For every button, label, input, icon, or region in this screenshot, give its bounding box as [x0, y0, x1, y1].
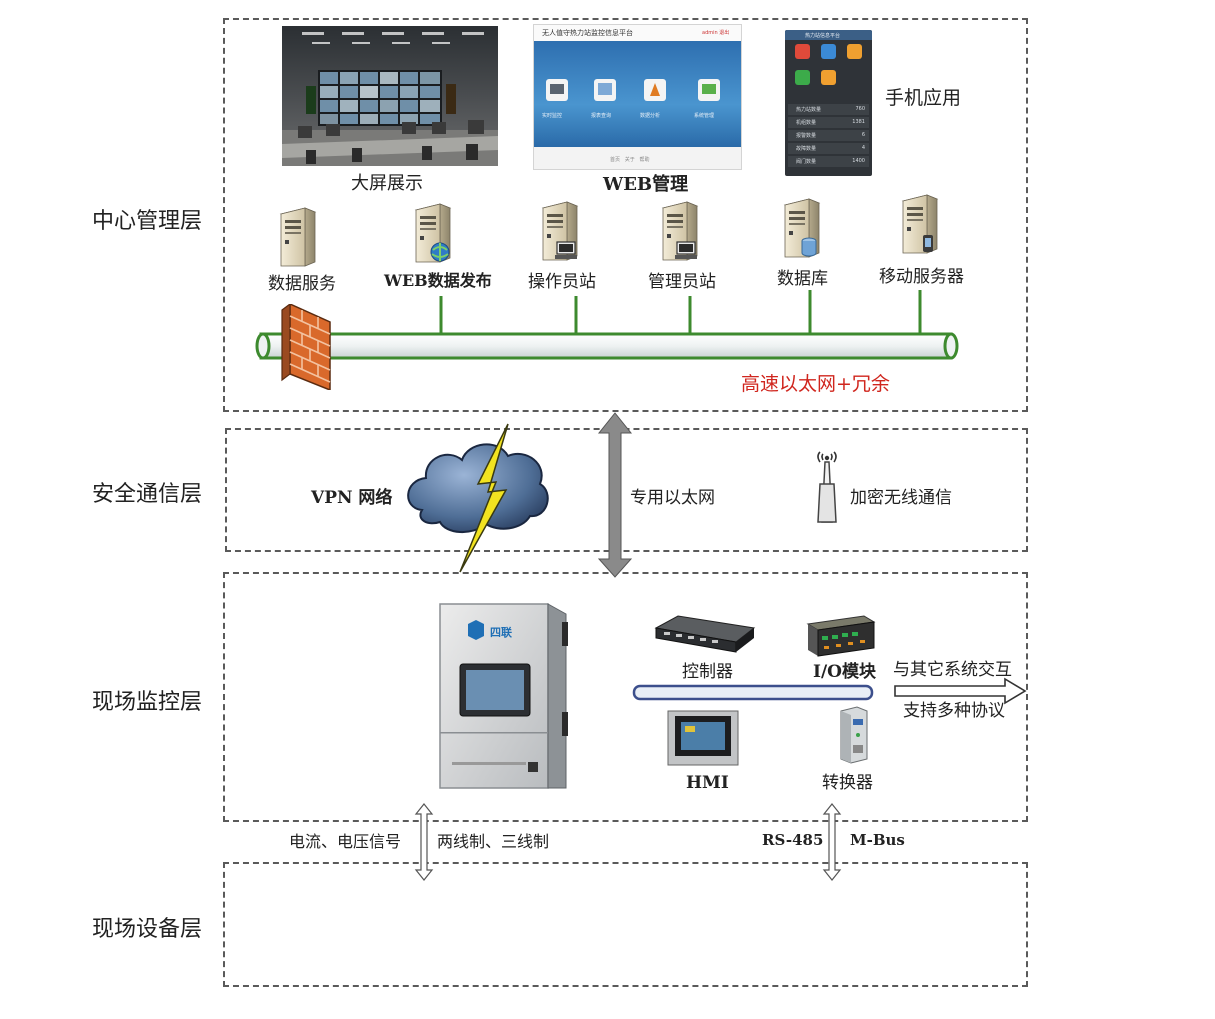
field-bus-pipe	[632, 684, 874, 701]
high-speed-ethernet-pipe	[255, 332, 959, 360]
dedicated-ethernet-double-arrow	[597, 412, 633, 578]
vpn-cloud-icon	[407, 423, 549, 573]
web-screenshot-title: 无人值守热力站监控信息平台	[542, 29, 633, 37]
server-label-mobile-server: 移动服务器	[879, 267, 964, 287]
web-management-label: WEB管理	[603, 174, 689, 195]
hmi-device-icon	[667, 710, 739, 766]
vpn-label: VPN 网络	[311, 488, 393, 508]
layer-label-center: 中心管理层	[92, 209, 203, 234]
server-label-web-publish: WEB数据发布	[384, 271, 492, 290]
web-tile-label-3: 数据分析	[640, 113, 661, 119]
io-module-label: I/O模块	[813, 662, 876, 682]
protocol-label: 支持多种协议	[903, 701, 1005, 721]
server-label-data-service: 数据服务	[268, 274, 336, 294]
web-tile-label-4: 系统管理	[694, 113, 715, 119]
mobile-app-icon-2	[821, 44, 836, 59]
operator-station-server-icon	[537, 200, 581, 264]
mobile-row: 机组数量 1381	[788, 117, 869, 128]
converter-label: 转换器	[822, 773, 873, 793]
interop-label: 与其它系统交互	[893, 660, 1012, 680]
big-screen-photo	[282, 26, 498, 166]
mbus-label: M-Bus	[850, 831, 905, 849]
field-right-double-arrow	[822, 803, 842, 881]
control-cabinet-device	[439, 603, 568, 789]
field-device-layer-box	[223, 862, 1028, 987]
web-tile-realtime	[546, 79, 568, 101]
mobile-app-icon-5	[821, 70, 836, 85]
mobile-app-icon-1	[795, 44, 810, 59]
controller-label: 控制器	[682, 662, 733, 682]
wireless-label: 加密无线通信	[850, 488, 952, 508]
web-tile-report	[594, 79, 616, 101]
wire-label: 两线制、三线制	[437, 832, 550, 851]
web-publish-server-icon	[410, 202, 454, 266]
mobile-app-label: 手机应用	[885, 87, 962, 109]
web-tile-system	[698, 79, 720, 101]
firewall-icon	[281, 304, 331, 390]
layer-label-security: 安全通信层	[92, 482, 203, 507]
admin-station-server-icon	[657, 200, 701, 264]
mobile-row: 故障数量 4	[788, 143, 869, 154]
database-server-icon	[779, 197, 823, 261]
web-screenshot-user-links: admin 退出	[702, 30, 730, 36]
mobile-app-icon-3	[847, 44, 862, 59]
mobile-app-icon-4	[795, 70, 810, 85]
wireless-antenna-icon	[817, 451, 837, 523]
web-screenshot-footer: 首页 关于 帮助	[610, 157, 650, 163]
network-label: 高速以太网+冗余	[741, 373, 890, 395]
server-drop-lines	[439, 290, 922, 333]
field-monitor-layer-box	[223, 572, 1028, 822]
server-label-database: 数据库	[777, 269, 828, 289]
web-tile-label-2: 报表查询	[591, 113, 612, 119]
mobile-server-icon	[897, 193, 941, 257]
dedicated-ethernet-label: 专用以太网	[630, 488, 715, 508]
mobile-row: 阀门数量 1400	[788, 156, 869, 167]
server-label-operator-station: 操作员站	[528, 272, 596, 292]
web-management-screenshot: 无人值守热力站监控信息平台 admin 退出 实时监控 报表查询 数据分析 系统…	[533, 24, 742, 170]
big-screen-label: 大屏展示	[351, 173, 423, 194]
mobile-row: 热力站数量 760	[788, 104, 869, 115]
field-left-double-arrow	[414, 803, 434, 881]
signal-label: 电流、电压信号	[289, 832, 402, 851]
rs485-label: RS-485	[762, 831, 824, 849]
center-management-layer-box	[223, 18, 1028, 412]
hmi-label: HMI	[686, 773, 729, 793]
server-label-admin-station: 管理员站	[648, 272, 716, 292]
io-module-icon	[806, 615, 876, 657]
layer-label-field-monitor: 现场监控层	[92, 690, 203, 715]
controller-device-icon	[654, 615, 756, 653]
mobile-app-screenshot: 热力站信息平台 热力站数量 760 机组数量 1381 报警数量 6 故障数量 …	[785, 30, 872, 176]
converter-device-icon	[840, 706, 868, 764]
layer-label-field-device: 现场设备层	[92, 917, 203, 942]
cabinet-brand-logo: 四联	[490, 626, 512, 639]
mobile-screenshot-title: 热力站信息平台	[805, 33, 841, 39]
mobile-row: 报警数量 6	[788, 130, 869, 141]
web-tile-analysis	[644, 79, 666, 101]
interop-arrow	[894, 677, 1027, 705]
web-tile-label-1: 实时监控	[542, 113, 563, 119]
